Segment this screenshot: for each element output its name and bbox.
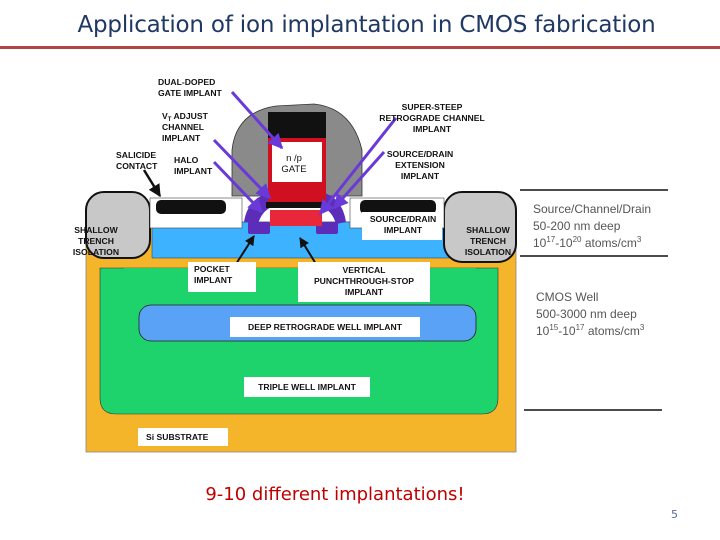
deep-well-label-box: [230, 317, 420, 337]
salicide-contact-right: [360, 200, 436, 214]
arrow-dual-doped-gate: [230, 91, 284, 150]
arrow-halo: [212, 160, 264, 214]
gate-top-silicide: [268, 112, 326, 138]
pocket-label-box: [188, 262, 256, 292]
arrow-salicide: [142, 169, 162, 198]
title-divider: [0, 46, 720, 49]
info-sd-depth: 50-200 nm deep: [533, 219, 621, 233]
arrow-sd-extension: [332, 151, 386, 210]
info-sd-concentration: 1017-1020 atoms/cm3: [533, 235, 642, 250]
arrow-punchthrough: [299, 237, 317, 265]
slide-title: Application of ion implantation in CMOS …: [77, 12, 656, 38]
substrate-label-box: [138, 428, 228, 446]
channel-region: [270, 210, 322, 226]
slide-caption: 9-10 different implantations!: [205, 484, 465, 505]
salicide-contact-left: [156, 200, 226, 214]
label-substrate: Si SUBSTRATE: [146, 432, 209, 442]
punchthrough-label-box: [298, 262, 430, 302]
sd-implant-label-box: [362, 212, 442, 240]
arrow-super-steep: [318, 117, 398, 216]
info-well-depth: 500-3000 nm deep: [536, 307, 637, 321]
triple-well-label-box: [244, 377, 370, 397]
arrow-pocket: [235, 235, 255, 265]
gate-oxide: [266, 202, 328, 208]
page-number: 5: [671, 508, 678, 521]
label-triple-well: TRIPLE WELL IMPLANT: [258, 382, 356, 392]
info-well-concentration: 1015-1017 atoms/cm3: [536, 323, 645, 338]
label-deep-well: DEEP RETROGRADE WELL IMPLANT: [248, 322, 403, 332]
pocket-implant-left: [248, 222, 270, 234]
info-well-title: CMOS Well: [536, 290, 598, 304]
info-sd-title: Source/Channel/Drain: [533, 202, 651, 216]
arrow-vt-adjust: [212, 138, 272, 200]
